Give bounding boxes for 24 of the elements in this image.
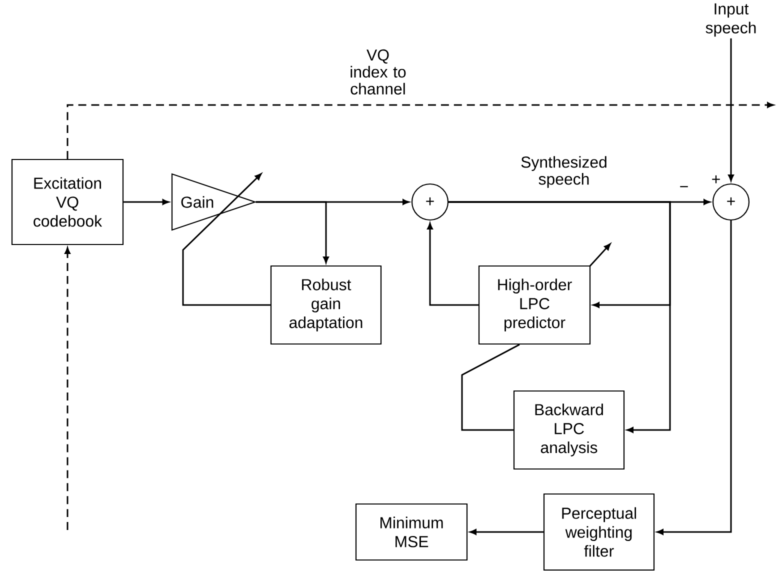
sign-label: + — [712, 175, 720, 184]
sign-label: − — [680, 186, 688, 188]
input-label: Input speech — [706, 3, 756, 37]
arrow — [427, 222, 478, 306]
arrow — [448, 201, 671, 433]
arrow — [124, 199, 170, 205]
arrow — [182, 173, 270, 306]
arrow — [728, 38, 734, 182]
edge-label: VQ index to channel — [342, 48, 414, 96]
process-box: Robust gain adaptation — [270, 265, 382, 345]
process-box: Minimum MSE — [355, 503, 468, 561]
arrow — [64, 247, 70, 530]
process-box: Perceptual weighting filter — [543, 493, 655, 571]
process-box: High-order LPC predictor — [478, 265, 591, 345]
gain-triangle: Gain — [171, 173, 257, 231]
arrow — [66, 102, 774, 159]
process-box: Backward LPC analysis — [513, 390, 625, 470]
edge-label: Synthesized speech — [516, 155, 612, 189]
arrow — [256, 201, 329, 264]
arrow — [656, 220, 732, 535]
summing-junction: + — [712, 183, 750, 221]
process-box: Excitation VQ codebook — [11, 158, 124, 246]
summing-junction: + — [411, 183, 449, 221]
arrow — [470, 529, 544, 535]
